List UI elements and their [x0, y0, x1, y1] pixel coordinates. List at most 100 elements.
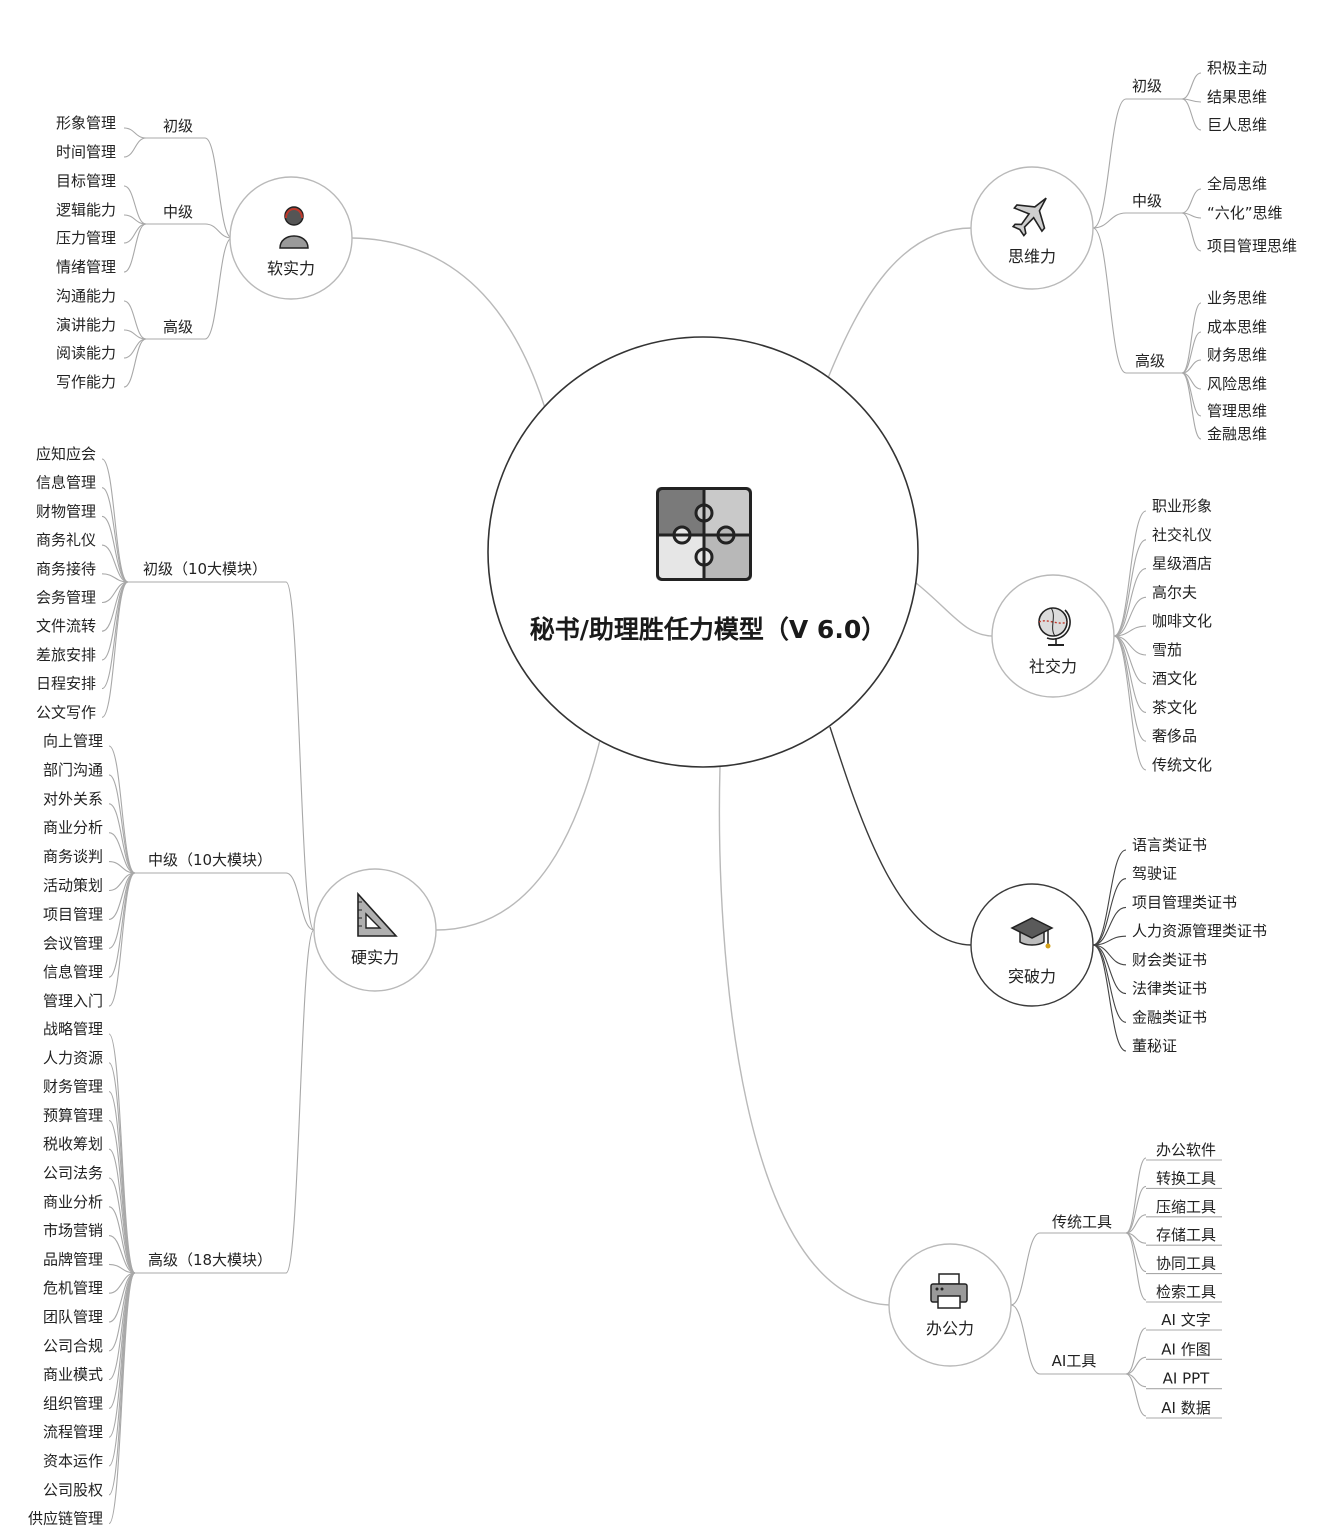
- social-item[interactable]: 奢侈品: [1152, 727, 1197, 745]
- office-item[interactable]: 协同工具: [1156, 1255, 1216, 1273]
- soft-item[interactable]: 时间管理: [56, 143, 116, 161]
- hard-item[interactable]: 对外关系: [43, 790, 103, 808]
- hard-item[interactable]: 会务管理: [36, 589, 96, 607]
- thinking-level-3[interactable]: 高级: [1135, 352, 1165, 370]
- hard-item[interactable]: 信息管理: [36, 474, 96, 492]
- breakthrough-item[interactable]: 财会类证书: [1132, 951, 1207, 969]
- office-item[interactable]: 存储工具: [1156, 1226, 1216, 1244]
- node-soft[interactable]: 软实力: [229, 176, 353, 300]
- hard-item[interactable]: 资本运作: [43, 1452, 103, 1470]
- center-node[interactable]: 秘书/助理胜任力模型（V 6.0）: [487, 336, 919, 768]
- node-office[interactable]: 办公力: [888, 1243, 1012, 1367]
- soft-item[interactable]: 形象管理: [56, 114, 116, 132]
- social-item[interactable]: 雪茄: [1152, 641, 1182, 659]
- office-item[interactable]: AI 数据: [1161, 1399, 1210, 1417]
- office-item[interactable]: 检索工具: [1156, 1283, 1216, 1301]
- thinking-item[interactable]: 成本思维: [1207, 318, 1267, 336]
- soft-item[interactable]: 写作能力: [56, 373, 116, 391]
- breakthrough-item[interactable]: 金融类证书: [1132, 1008, 1207, 1026]
- hard-item[interactable]: 财物管理: [36, 502, 96, 520]
- social-item[interactable]: 社交礼仪: [1152, 526, 1212, 544]
- soft-item[interactable]: 沟通能力: [56, 287, 116, 305]
- soft-item[interactable]: 情绪管理: [56, 258, 116, 276]
- thinking-item[interactable]: 全局思维: [1207, 175, 1267, 193]
- hard-item[interactable]: 项目管理: [43, 905, 103, 923]
- hard-item[interactable]: 会议管理: [43, 934, 103, 952]
- hard-item[interactable]: 商务接待: [36, 560, 96, 578]
- node-thinking[interactable]: 思维力: [970, 166, 1094, 290]
- hard-item[interactable]: 财务管理: [43, 1078, 103, 1096]
- hard-item[interactable]: 信息管理: [43, 963, 103, 981]
- hard-item[interactable]: 税收筹划: [43, 1135, 103, 1153]
- hard-item[interactable]: 战略管理: [43, 1020, 103, 1038]
- social-item[interactable]: 高尔夫: [1152, 583, 1197, 601]
- hard-item[interactable]: 供应链管理: [28, 1510, 103, 1528]
- hard-item[interactable]: 预算管理: [43, 1106, 103, 1124]
- hard-item[interactable]: 商业分析: [43, 1193, 103, 1211]
- office-item[interactable]: AI PPT: [1163, 1370, 1211, 1388]
- thinking-item[interactable]: 风险思维: [1207, 375, 1267, 393]
- office-item[interactable]: 转换工具: [1156, 1169, 1216, 1187]
- social-item[interactable]: 咖啡文化: [1152, 612, 1212, 630]
- office-item[interactable]: 压缩工具: [1156, 1198, 1216, 1216]
- hard-item[interactable]: 管理入门: [43, 992, 103, 1010]
- hard-item[interactable]: 部门沟通: [43, 761, 103, 779]
- breakthrough-item[interactable]: 法律类证书: [1132, 980, 1207, 998]
- hard-item[interactable]: 公司法务: [43, 1164, 103, 1182]
- office-item[interactable]: AI 作图: [1161, 1340, 1210, 1358]
- thinking-level-1[interactable]: 初级: [1132, 77, 1162, 95]
- social-item[interactable]: 茶文化: [1152, 698, 1197, 716]
- thinking-item[interactable]: 金融思维: [1207, 425, 1267, 443]
- hard-item[interactable]: 差旅安排: [36, 646, 96, 664]
- hard-item[interactable]: 向上管理: [43, 732, 103, 750]
- breakthrough-item[interactable]: 语言类证书: [1132, 836, 1207, 854]
- breakthrough-item[interactable]: 人力资源管理类证书: [1132, 922, 1267, 940]
- node-breakthrough[interactable]: 突破力: [970, 883, 1094, 1007]
- hard-item[interactable]: 商务礼仪: [36, 531, 96, 549]
- breakthrough-item[interactable]: 驾驶证: [1132, 865, 1177, 883]
- thinking-item[interactable]: 巨人思维: [1207, 116, 1267, 134]
- node-social[interactable]: 社交力: [991, 574, 1115, 698]
- social-item[interactable]: 职业形象: [1152, 497, 1212, 515]
- hard-item[interactable]: 市场营销: [43, 1222, 103, 1240]
- hard-item[interactable]: 商业模式: [43, 1366, 103, 1384]
- office-item[interactable]: AI 文字: [1161, 1311, 1210, 1329]
- soft-item[interactable]: 目标管理: [56, 172, 116, 190]
- hard-level-1[interactable]: 初级（10大模块）: [143, 560, 267, 578]
- thinking-item[interactable]: 项目管理思维: [1207, 237, 1297, 255]
- soft-item[interactable]: 逻辑能力: [56, 201, 116, 219]
- hard-item[interactable]: 团队管理: [43, 1308, 103, 1326]
- breakthrough-item[interactable]: 项目管理类证书: [1132, 893, 1237, 911]
- hard-item[interactable]: 组织管理: [43, 1394, 103, 1412]
- thinking-item[interactable]: 财务思维: [1207, 346, 1267, 364]
- office-group-1[interactable]: 传统工具: [1052, 1213, 1112, 1231]
- hard-item[interactable]: 应知应会: [36, 445, 96, 463]
- node-hard[interactable]: 硬实力: [313, 868, 437, 992]
- soft-level-1[interactable]: 初级: [163, 117, 193, 135]
- thinking-level-2[interactable]: 中级: [1132, 192, 1162, 210]
- hard-level-2[interactable]: 中级（10大模块）: [148, 851, 272, 869]
- soft-level-3[interactable]: 高级: [163, 318, 193, 336]
- hard-item[interactable]: 商务谈判: [43, 848, 103, 866]
- social-item[interactable]: 星级酒店: [1152, 555, 1212, 573]
- office-group-2[interactable]: AI工具: [1052, 1352, 1097, 1370]
- hard-item[interactable]: 文件流转: [36, 617, 96, 635]
- soft-item[interactable]: 阅读能力: [56, 344, 116, 362]
- hard-level-3[interactable]: 高级（18大模块）: [148, 1251, 272, 1269]
- thinking-item[interactable]: 管理思维: [1207, 402, 1267, 420]
- hard-item[interactable]: 流程管理: [43, 1423, 103, 1441]
- thinking-item[interactable]: 结果思维: [1207, 88, 1267, 106]
- hard-item[interactable]: 公司股权: [43, 1481, 103, 1499]
- breakthrough-item[interactable]: 董秘证: [1132, 1037, 1177, 1055]
- thinking-item[interactable]: “六化”思维: [1207, 204, 1283, 222]
- hard-item[interactable]: 人力资源: [43, 1049, 103, 1067]
- social-item[interactable]: 传统文化: [1152, 756, 1212, 774]
- hard-item[interactable]: 日程安排: [36, 675, 96, 693]
- thinking-item[interactable]: 积极主动: [1207, 59, 1267, 77]
- hard-item[interactable]: 品牌管理: [43, 1250, 103, 1268]
- office-item[interactable]: 办公软件: [1156, 1141, 1216, 1159]
- soft-item[interactable]: 演讲能力: [56, 316, 116, 334]
- hard-item[interactable]: 商业分析: [43, 819, 103, 837]
- hard-item[interactable]: 公文写作: [36, 703, 96, 721]
- hard-item[interactable]: 危机管理: [43, 1279, 103, 1297]
